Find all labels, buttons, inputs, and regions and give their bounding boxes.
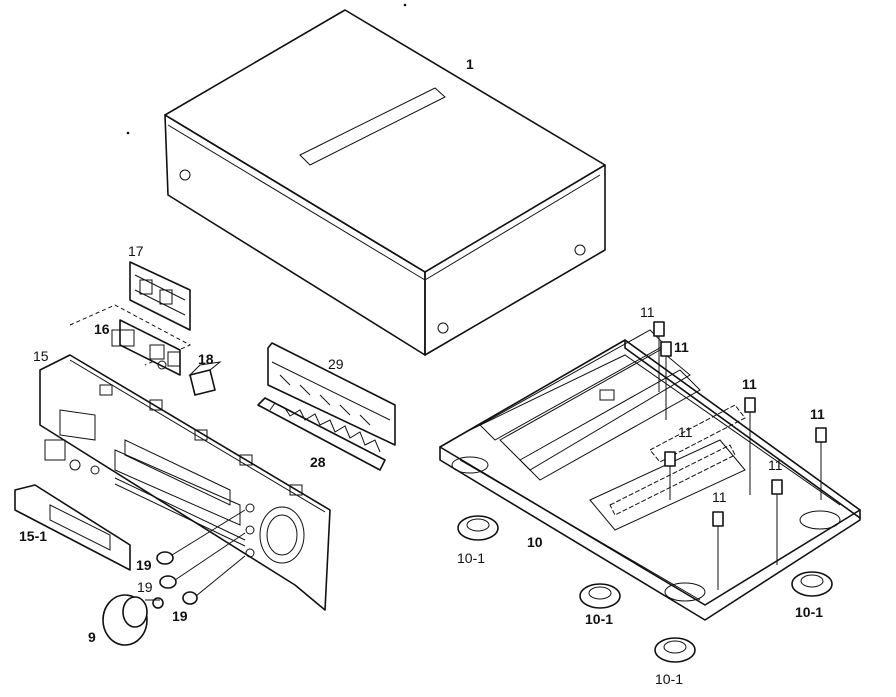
display-window-part xyxy=(14,484,131,571)
callout-19-b: 19 xyxy=(137,579,153,595)
button-assembly-28 xyxy=(257,397,386,471)
screw-11-e xyxy=(664,451,676,500)
top-cover-part xyxy=(126,3,606,356)
screw-11-f xyxy=(771,479,783,565)
screw-11-d xyxy=(815,427,827,500)
pcb-bracket-part xyxy=(69,261,192,376)
callout-10-1-d: 10-1 xyxy=(795,604,823,620)
foot-10-1-a xyxy=(457,515,499,541)
callout-29: 29 xyxy=(328,356,344,372)
callout-10-1-c: 10-1 xyxy=(655,671,683,687)
foot-10-1-b xyxy=(579,583,621,609)
callout-16: 16 xyxy=(94,321,110,337)
part-18-block xyxy=(188,361,222,396)
foot-10-1-d xyxy=(791,571,833,597)
button-assembly-29 xyxy=(267,342,396,446)
callout-11-e: 11 xyxy=(678,424,693,440)
callout-17: 17 xyxy=(128,243,144,259)
callout-11-b: 11 xyxy=(674,339,689,355)
chassis-part xyxy=(439,329,861,621)
callout-15-1: 15-1 xyxy=(19,528,47,544)
foot-10-1-c xyxy=(654,637,696,663)
screw-11-a xyxy=(653,321,665,392)
callout-11-c: 11 xyxy=(742,376,757,392)
callout-11-d: 11 xyxy=(810,406,825,422)
callout-9: 9 xyxy=(88,629,96,645)
callout-10-1-a: 10-1 xyxy=(457,550,485,566)
callout-19-a: 19 xyxy=(136,557,152,573)
small-buttons-19 xyxy=(152,509,246,609)
screw-11-b xyxy=(660,341,672,420)
callout-1: 1 xyxy=(466,56,474,72)
callout-11-g: 11 xyxy=(712,489,727,505)
screw-11-g xyxy=(712,511,724,590)
callout-11-f: 11 xyxy=(768,457,783,473)
callout-18: 18 xyxy=(198,351,214,367)
front-panel-part xyxy=(39,354,331,611)
volume-knob-part xyxy=(102,594,160,646)
callout-15: 15 xyxy=(33,348,49,364)
screw-11-c xyxy=(744,397,756,495)
callout-10-1-b: 10-1 xyxy=(585,611,613,627)
callout-19-c: 19 xyxy=(172,608,188,624)
callout-11-a: 11 xyxy=(640,304,655,320)
callout-28: 28 xyxy=(310,454,326,470)
callout-10: 10 xyxy=(527,534,543,550)
